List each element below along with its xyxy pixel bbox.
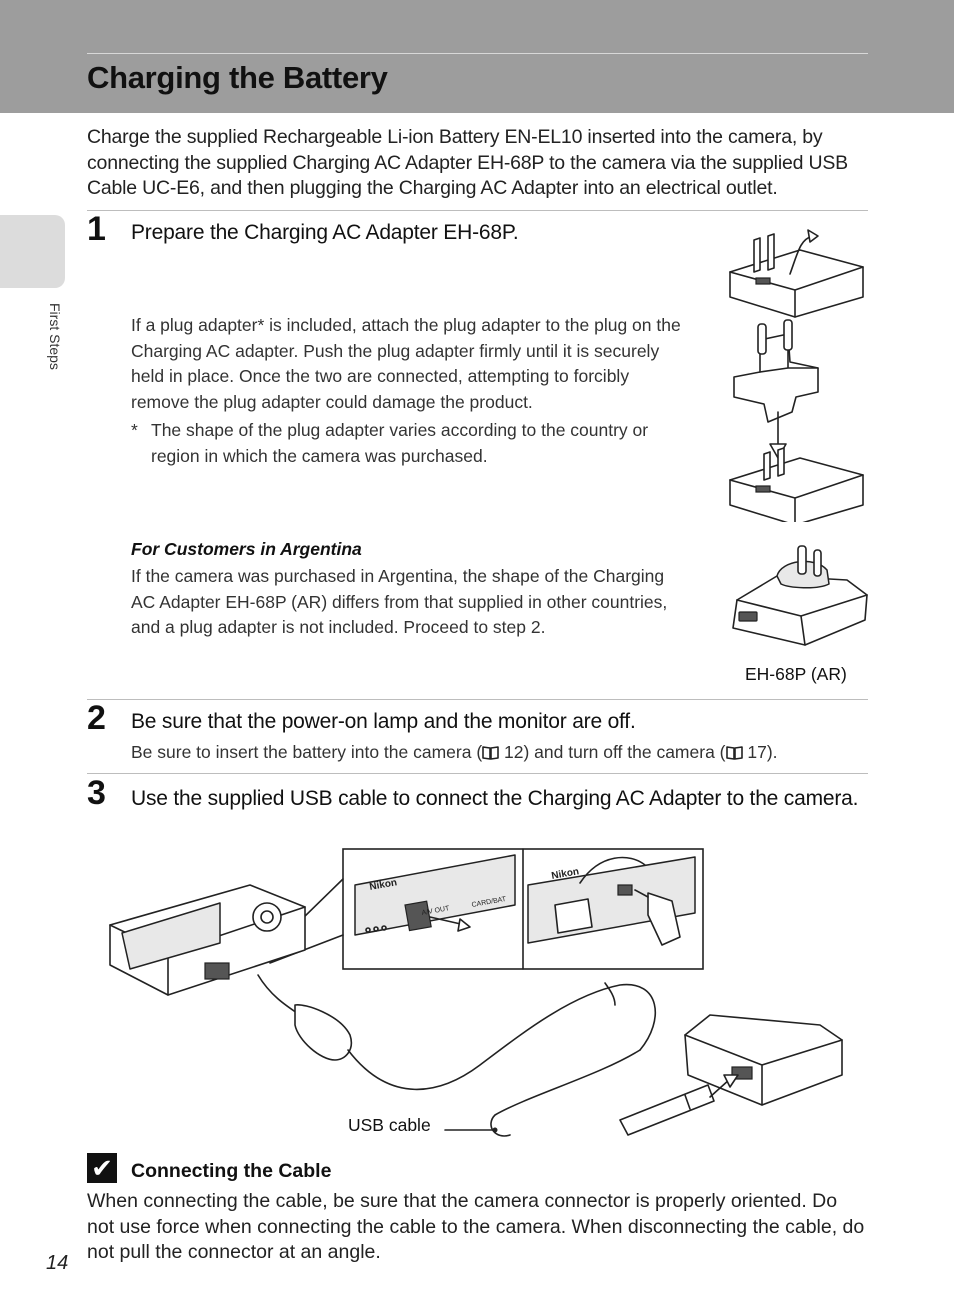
adapter-plug-illustration: [729, 229, 864, 522]
page-title: Charging the Battery: [87, 60, 388, 95]
side-tab: [0, 215, 65, 288]
step-2-number: 2: [87, 699, 106, 737]
section-divider: [87, 699, 868, 700]
usb-connection-illustration: Nikon A/V OUT CARD/BAT Nikon: [109, 848, 843, 1137]
step-1-body: If a plug adapter* is included, attach t…: [131, 315, 681, 412]
argentina-adapter-illustration: [732, 545, 868, 646]
intro-paragraph: Charge the supplied Rechargeable Li-ion …: [87, 126, 848, 199]
section-divider: [87, 210, 868, 211]
book-reference-icon: [725, 746, 743, 760]
book-reference-icon: [482, 746, 499, 760]
step-2-body-part-3: 17).: [742, 742, 778, 762]
step-2-heading: Be sure that the power-on lamp and the m…: [131, 710, 636, 733]
inset-port-label: A/V OUT: [421, 905, 451, 917]
step-1-number: 1: [87, 210, 106, 248]
step-3-heading: Use the supplied USB cable to connect th…: [131, 787, 859, 810]
footnote-text: The shape of the plug adapter varies acc…: [151, 420, 649, 466]
section-divider: [87, 773, 868, 774]
inset-brand-label: Nikon: [369, 877, 398, 893]
footnote-mark: *: [131, 420, 138, 440]
step-1-heading: Prepare the Charging AC Adapter EH-68P.: [131, 221, 519, 244]
page-number: 14: [46, 1252, 69, 1274]
side-tab-label: First Steps: [47, 303, 63, 370]
header-rule: [87, 53, 868, 54]
note-body: When connecting the cable, be sure that …: [87, 1190, 865, 1263]
step-2-body: Be sure to insert the battery into the c…: [131, 740, 871, 766]
note-heading: Connecting the Cable: [131, 1160, 332, 1182]
step-3-number: 3: [87, 774, 106, 812]
step-2-body-part-2: 12) and turn off the camera (: [499, 742, 726, 762]
argentina-body: If the camera was purchased in Argentina…: [131, 566, 668, 637]
page-header: Charging the Battery: [0, 0, 954, 113]
inset-brand-label-2: Nikon: [551, 866, 580, 882]
usb-cable-caption: USB cable: [348, 1115, 431, 1135]
check-mark-icon: ✔: [87, 1153, 117, 1183]
step-2-body-part-1: Be sure to insert the battery into the c…: [131, 742, 483, 762]
argentina-heading: For Customers in Argentina: [131, 539, 362, 559]
argentina-adapter-caption: EH-68P (AR): [745, 664, 847, 684]
